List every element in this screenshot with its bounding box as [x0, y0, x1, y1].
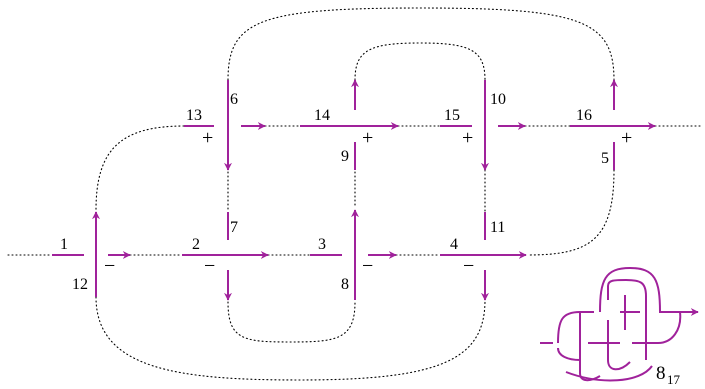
- strand-label-6: 6: [230, 91, 238, 108]
- knot-name-subscript: 17: [667, 372, 681, 387]
- strand-label-12: 12: [72, 276, 88, 293]
- crossing-sign-bottom-4: −: [463, 255, 474, 277]
- outer-top-arc: [227, 7, 615, 81]
- strand-label-11: 11: [490, 219, 505, 236]
- right-side-path: [527, 169, 615, 256]
- inner-top-arc: [354, 42, 486, 81]
- crossing-sign-bottom-2: −: [204, 255, 215, 277]
- crossing-sign-top-3: +: [462, 127, 473, 149]
- strand-label-3: 3: [318, 236, 326, 253]
- crossing-sign-top-4: +: [621, 127, 632, 149]
- dotted-paths: [7, 7, 704, 381]
- strand-label-1: 1: [60, 236, 68, 253]
- crossing-sign-top-2: +: [362, 127, 373, 149]
- crossing-sign-top-1: +: [202, 127, 213, 149]
- strand-segments: [52, 79, 656, 301]
- crossing-sign-bottom-1: −: [104, 255, 115, 277]
- strand-label-4: 4: [450, 236, 458, 253]
- knot-name-base: 8: [656, 363, 666, 384]
- strand-label-2: 2: [192, 236, 200, 253]
- strand-label-7: 7: [230, 219, 238, 236]
- strand-label-16: 16: [576, 107, 592, 124]
- strand-label-10: 10: [490, 91, 506, 108]
- strand-label-15: 15: [444, 107, 460, 124]
- strand-labels: 1 2 3 4 5 6 7 8 9 10 11 12 13 14 15 16: [60, 91, 609, 293]
- outer-bottom-arc: [95, 296, 486, 381]
- strand-label-8: 8: [341, 276, 349, 293]
- strand-label-9: 9: [341, 148, 349, 165]
- crossing-sign-bottom-3: −: [362, 255, 373, 277]
- lower-u-path: [227, 301, 356, 343]
- left-loop-path: [95, 125, 185, 211]
- strand-label-5: 5: [601, 150, 609, 167]
- strand-label-14: 14: [314, 107, 330, 124]
- strand-label-13: 13: [186, 107, 202, 124]
- crossing-signs: + + + + − − − −: [104, 127, 632, 277]
- knot-8-17-icon: 8 17: [540, 266, 699, 387]
